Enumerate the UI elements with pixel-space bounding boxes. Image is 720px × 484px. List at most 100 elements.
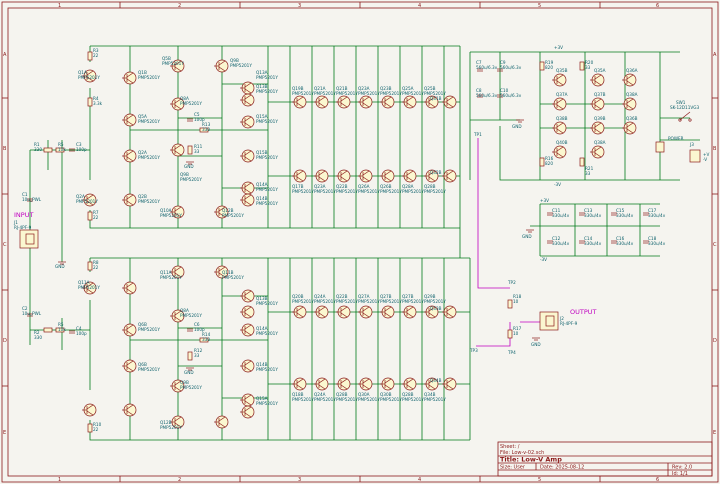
label-q15a-lower-ref: Q15A (256, 396, 268, 401)
label-c13-ref: C13 (584, 208, 593, 213)
transistor-Q13A[interactable] (240, 289, 255, 303)
transistor-Q11B[interactable] (214, 265, 229, 279)
transistor-output_stage_mid-2[interactable] (336, 169, 351, 183)
input-connector[interactable] (19, 229, 39, 249)
transistor-output_stage_lower_top-1[interactable] (314, 305, 329, 319)
transistor-pwr-1[interactable] (590, 73, 605, 87)
plus3v-label-bank: +3V (540, 198, 549, 203)
transistor-output_stage_lower_top-6[interactable] (424, 305, 439, 319)
transistor-Q4A[interactable] (82, 403, 97, 417)
label-c17-ref: C17 (648, 208, 657, 213)
transistor-output_stage_top-end[interactable] (442, 95, 457, 109)
transistor-Q13B[interactable] (240, 93, 255, 107)
transistor-output_stage_mid-5[interactable] (402, 169, 417, 183)
transistor-output_stage_top-6[interactable] (424, 95, 439, 109)
transistor-pwr-6[interactable] (552, 121, 567, 135)
transistor-Q8A[interactable] (170, 97, 185, 111)
transistor-Q2B[interactable] (122, 193, 137, 207)
transistor-pwr-7[interactable] (590, 121, 605, 135)
label-r1-value: 330 (34, 147, 42, 152)
power-connector[interactable] (689, 149, 701, 163)
transistor-Q9B[interactable] (214, 59, 229, 73)
output-connector[interactable] (539, 311, 559, 331)
label-q2b-ref: Q2B (138, 194, 147, 199)
transistor-output_stage_lower_top-0[interactable] (292, 305, 307, 319)
transistor-Q12B[interactable] (214, 415, 229, 429)
power-switch[interactable] (678, 111, 692, 122)
transistor-Q13A[interactable] (240, 81, 255, 95)
transistor-Q7A[interactable] (122, 323, 137, 337)
transistor-output_stage_top-5[interactable] (402, 95, 417, 109)
transistor-output_stage_top-1[interactable] (314, 95, 329, 109)
transistor-Q3B[interactable] (122, 281, 137, 295)
transistor-output_stage_lower_bot-3[interactable] (358, 377, 373, 391)
transistor-Q11A[interactable] (170, 265, 185, 279)
transistor-output_stage_lower_top-5[interactable] (402, 305, 417, 319)
transistor-Q12B[interactable] (214, 205, 229, 219)
transistor-output_stage_lower_bot-end[interactable] (442, 377, 457, 391)
transistor-output_stage_mid-end[interactable] (442, 169, 457, 183)
transistor-output_stage_lower_bot-5[interactable] (402, 377, 417, 391)
transistor-output_stage_lower_bot-6[interactable] (424, 377, 439, 391)
transistor-output_stage_mid-6[interactable] (424, 169, 439, 183)
label-r16-value: 820 (545, 161, 553, 166)
transistor-output_stage_lower_bot-4[interactable] (380, 377, 395, 391)
transistor-Q1A[interactable] (82, 69, 97, 83)
transistor-Q14A[interactable] (240, 181, 255, 195)
transistor-output_stage_top-4[interactable] (380, 95, 395, 109)
transistor-output_stage_lower_top-2[interactable] (336, 305, 351, 319)
transistor-Q3A[interactable] (82, 281, 97, 295)
transistor-output_stage_mid-0[interactable] (292, 169, 307, 183)
transistor-output_stage_mid-4[interactable] (380, 169, 395, 183)
transistor-Q7B[interactable] (170, 379, 185, 393)
transistor-pwr-4[interactable] (590, 97, 605, 111)
label-c11-ref: C11 (552, 208, 561, 213)
transistor-Q15B[interactable] (240, 305, 255, 319)
transistor-pwr-8[interactable] (622, 121, 637, 135)
transistor-Q2A[interactable] (82, 193, 97, 207)
transistor-output_stage_lower_top-4[interactable] (380, 305, 395, 319)
transistor-Q8B[interactable] (170, 309, 185, 323)
transistor-Q15A[interactable] (240, 115, 255, 129)
transistor-Q19A[interactable] (240, 323, 255, 337)
transistor-Q2A[interactable] (122, 149, 137, 163)
label-c10-value: 560u/6.3v (500, 93, 522, 98)
transistor-output_stage_lower_bot-1[interactable] (314, 377, 329, 391)
transistor-Q6B[interactable] (122, 359, 137, 373)
transistor-output_stage_top-0[interactable] (292, 95, 307, 109)
transistor-output_stage_lower_bot-2[interactable] (336, 377, 351, 391)
transistor-Q5A[interactable] (122, 113, 137, 127)
label-output_stage_mid-6: Q28B (424, 184, 436, 189)
transistor-Q16A[interactable] (240, 393, 255, 407)
label-output_stage_lower_top-4-part: PMP5201Y (380, 299, 402, 304)
transistor-output_stage_lower_top-3[interactable] (358, 305, 373, 319)
label-q1a-ref: Q1A (78, 70, 87, 75)
transistor-output_stage_lower_top-end[interactable] (442, 305, 457, 319)
transistor-layer (82, 59, 637, 429)
transistor-Q16B[interactable] (240, 405, 255, 419)
transistor-output_stage_top-3[interactable] (358, 95, 373, 109)
transistor-Q9B[interactable] (170, 143, 185, 157)
transistor-pwr-2[interactable] (622, 73, 637, 87)
gnd-label-upper: GND (184, 164, 194, 169)
transistor-output_stage_top-2[interactable] (336, 95, 351, 109)
output-label: OUTPUT (570, 308, 597, 316)
label-output_stage_top-4: Q23B (380, 86, 392, 91)
transistor-pwr-9[interactable] (552, 145, 567, 159)
transistor-pwr-0[interactable] (552, 73, 567, 87)
transistor-Q14B[interactable] (240, 193, 255, 207)
transistor-Q20A[interactable] (240, 359, 255, 373)
transistor-Q12A[interactable] (170, 415, 185, 429)
transistor-pwr-3[interactable] (552, 97, 567, 111)
label-q2a-ref: Q2A (138, 150, 147, 155)
transistor-output_stage_mid-1[interactable] (314, 169, 329, 183)
transistor-Q4B[interactable] (122, 403, 137, 417)
transistor-pwr-5[interactable] (622, 97, 637, 111)
transistor-output_stage_mid-3[interactable] (358, 169, 373, 183)
transistor-pwr-10[interactable] (590, 145, 605, 159)
transistor-Q10A[interactable] (170, 205, 185, 219)
transistor-Q5B[interactable] (170, 59, 185, 73)
transistor-Q1B[interactable] (122, 71, 137, 85)
transistor-output_stage_lower_bot-0[interactable] (292, 377, 307, 391)
transistor-Q15B[interactable] (240, 149, 255, 163)
